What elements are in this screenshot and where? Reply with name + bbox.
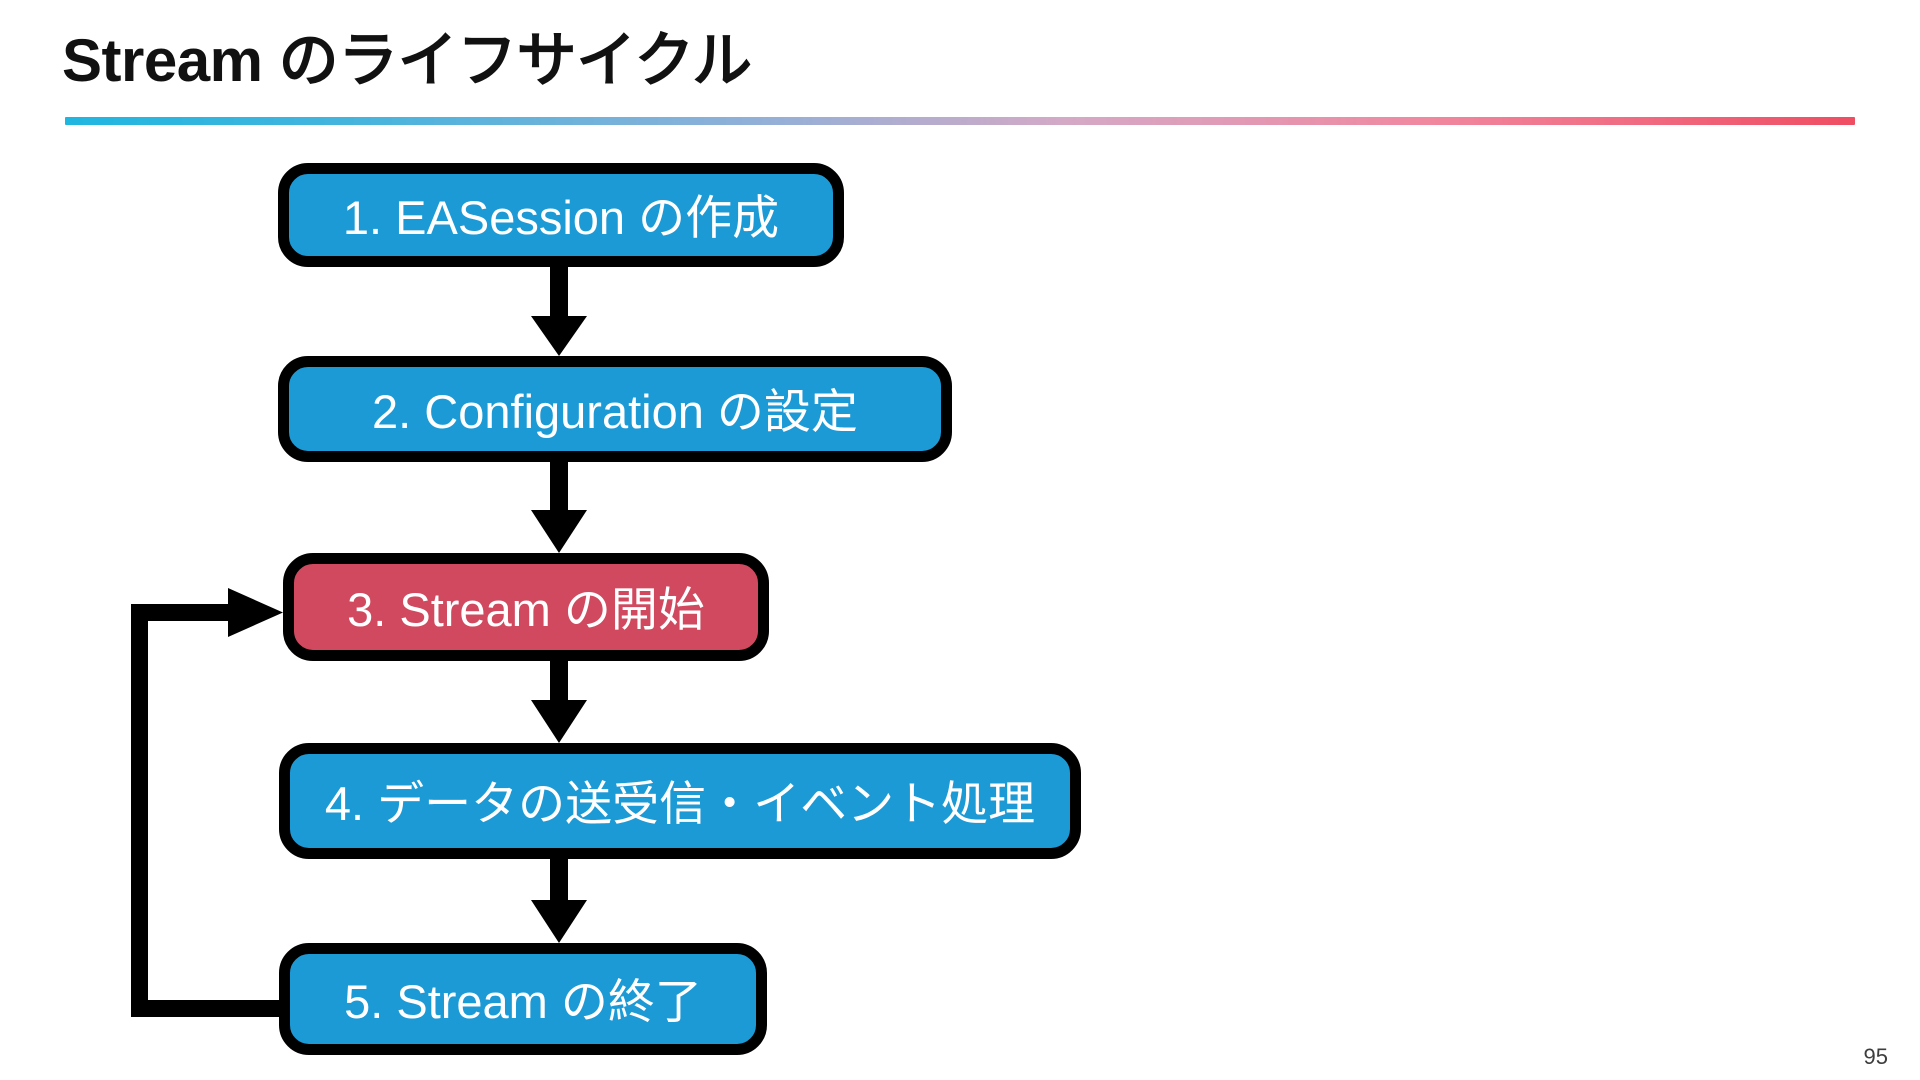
arrow-step4-to-step5: [531, 859, 587, 943]
arrow-step5-to-step3-loopback: [131, 588, 283, 1017]
flow-step-4[interactable]: 4. データの送受信・イベント処理: [279, 743, 1081, 859]
page-title: Stream のライフサイクル: [62, 27, 752, 94]
flow-step-4-label: 4. データの送受信・イベント処理: [324, 777, 1036, 830]
page-number: 95: [1863, 1044, 1888, 1069]
flow-step-1-label: 1. EASession の作成: [342, 191, 780, 244]
flow-step-5[interactable]: 5. Stream の終了: [279, 943, 767, 1055]
arrow-step2-to-step3: [531, 462, 587, 553]
title-gradient-rule: [65, 117, 1855, 125]
flow-step-5-label: 5. Stream の終了: [344, 975, 702, 1028]
flow-step-3[interactable]: 3. Stream の開始: [283, 553, 769, 661]
flow-step-2-label: 2. Configuration の設定: [372, 385, 858, 438]
flow-step-1[interactable]: 1. EASession の作成: [278, 163, 844, 267]
arrow-step1-to-step2: [531, 267, 587, 356]
arrow-step3-to-step4: [531, 661, 587, 743]
flow-step-3-label: 3. Stream の開始: [347, 583, 705, 636]
flow-step-2[interactable]: 2. Configuration の設定: [278, 356, 952, 462]
